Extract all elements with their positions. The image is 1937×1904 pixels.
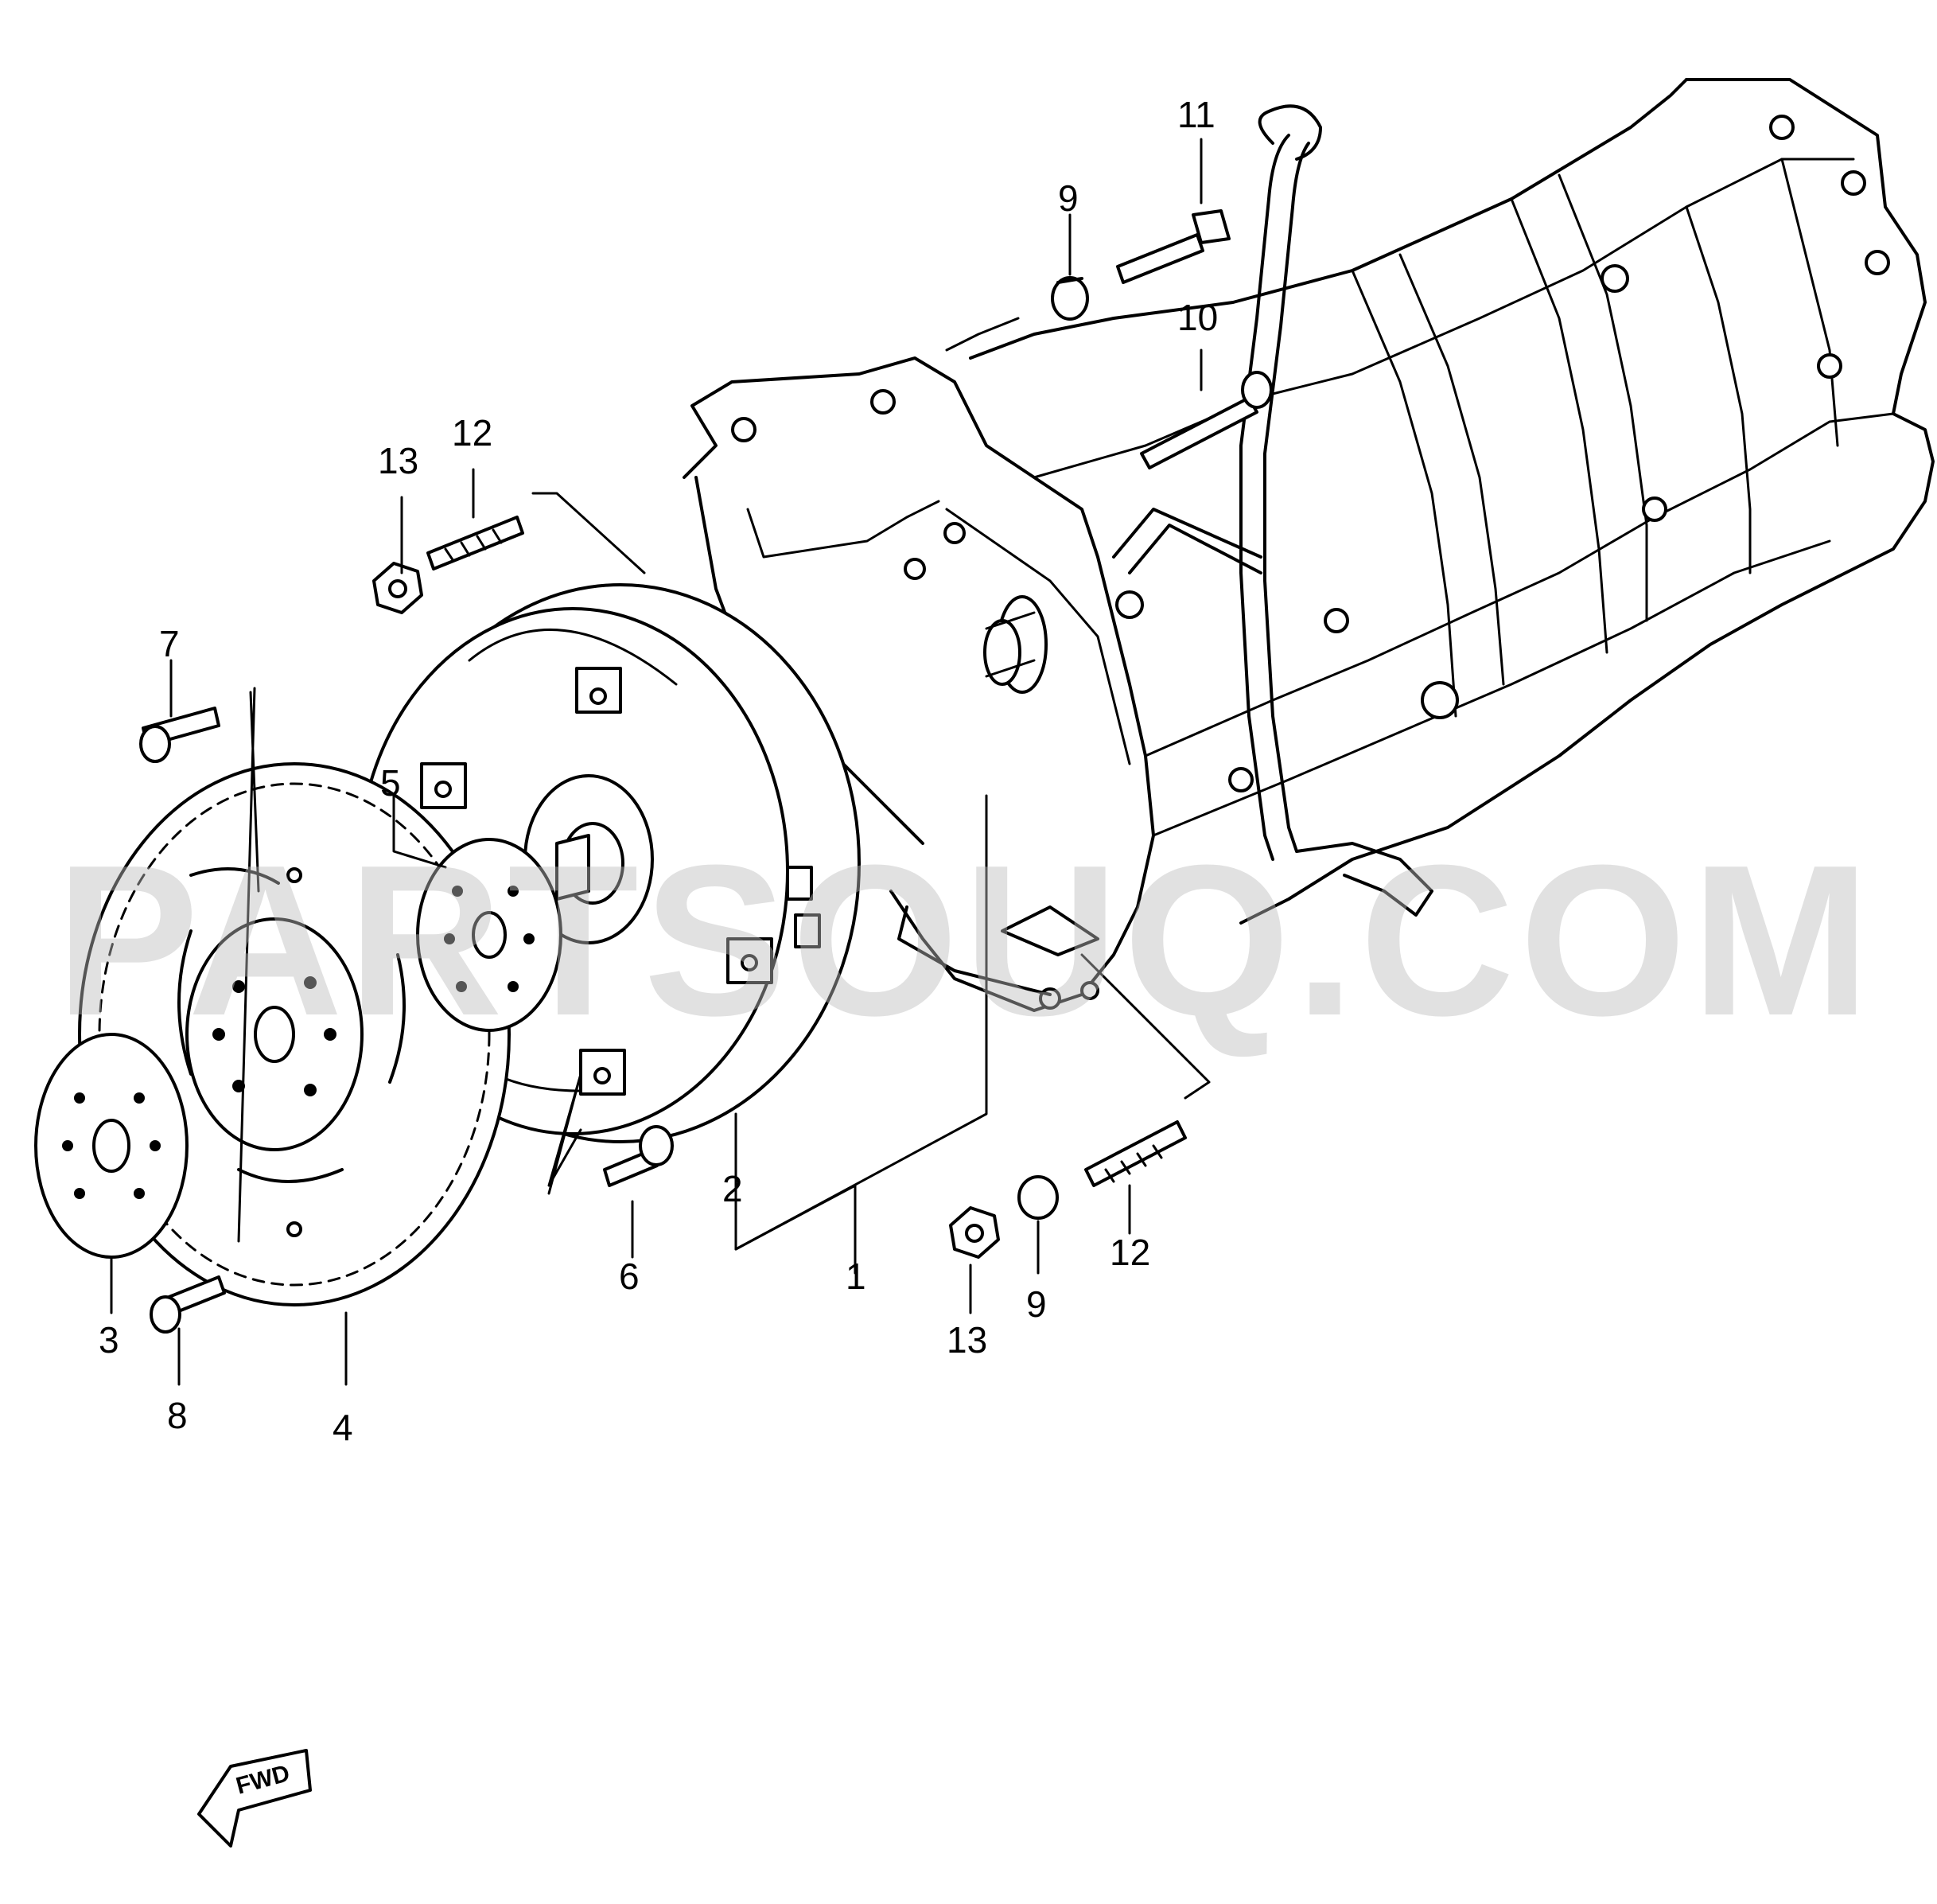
callouts: 1 2 3 4 5 6 7 8 9 9 10 11 12 12 13 13	[99, 94, 1218, 1448]
callout-6: 6	[619, 1256, 640, 1297]
bolt-7	[139, 707, 220, 763]
bolt-8	[150, 1275, 226, 1334]
callout-10: 10	[1177, 297, 1218, 338]
leader-lines	[110, 138, 1211, 1386]
transmission-case	[683, 78, 1935, 1012]
dipstick-tube	[1112, 104, 1433, 917]
bolt-11	[1116, 209, 1231, 284]
callout-11: 11	[1177, 94, 1215, 135]
callout-7: 7	[159, 623, 180, 664]
nut-13-upper	[372, 562, 423, 614]
callout-1: 1	[846, 1256, 866, 1297]
callout-4: 4	[333, 1407, 353, 1448]
callout-13-lower: 13	[947, 1319, 987, 1361]
adapter-plate	[416, 838, 562, 1032]
callout-13-upper: 13	[378, 440, 418, 481]
callout-3: 3	[99, 1319, 119, 1361]
watermark: PARTSOUQ.COM	[56, 821, 1875, 1061]
callout-5: 5	[380, 762, 401, 804]
dowel-9-upper	[1051, 276, 1089, 321]
drive-plate-spacer	[34, 1033, 189, 1259]
callout-12-upper: 12	[452, 412, 492, 454]
bolt-10	[1140, 371, 1273, 469]
stud-12-upper	[426, 516, 524, 570]
callout-9-lower: 9	[1026, 1283, 1047, 1325]
callout-8: 8	[167, 1395, 188, 1436]
callout-2: 2	[722, 1168, 743, 1209]
callout-12-lower: 12	[1110, 1232, 1150, 1273]
drive-plate-ring-gear	[78, 762, 511, 1306]
dowel-9-lower	[1017, 1175, 1059, 1220]
fwd-arrow-badge: FWD	[197, 1749, 312, 1848]
bolt-6	[603, 1125, 674, 1187]
nut-13-lower	[949, 1206, 1000, 1259]
stud-12-lower	[1084, 1120, 1187, 1187]
callout-9-upper: 9	[1058, 177, 1079, 219]
